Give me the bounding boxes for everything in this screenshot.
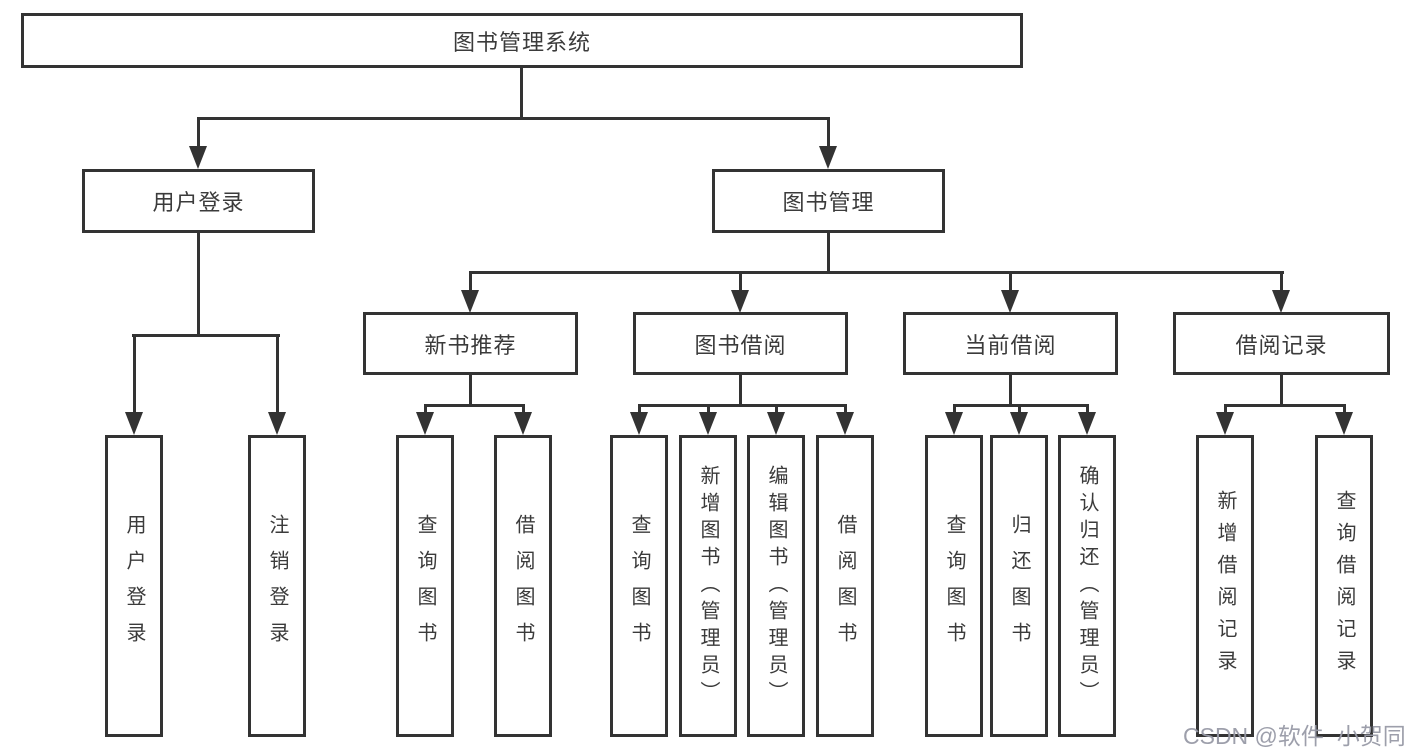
connector-records-stub (1280, 372, 1283, 407)
node-user-login: 用户登录 (82, 169, 315, 233)
arrowhead-bw-leaf4 (836, 412, 854, 435)
arrowhead-user-login (189, 146, 207, 169)
connector-cu-leaf1 (953, 404, 956, 414)
connector-borrowing-stub (739, 372, 742, 407)
node-current-borrowing: 当前借阅 (903, 312, 1118, 375)
connector-to-leaf-logout (276, 334, 279, 414)
leaf-return-books: 归还图书 (990, 435, 1048, 737)
connector-to-records (1280, 271, 1283, 292)
connector-current-rail (953, 404, 1089, 407)
leaf-borrow-books-borrowing: 借阅图书 (816, 435, 874, 737)
leaf-logout-login: 注销登录 (248, 435, 306, 737)
arrowhead-bw-leaf3 (767, 412, 785, 435)
connector-to-new-book (469, 271, 472, 292)
connector-nb-leaf2 (522, 404, 525, 414)
node-book-management: 图书管理 (712, 169, 945, 233)
node-root-label: 图书管理系统 (452, 29, 591, 55)
arrowhead-book-management (819, 146, 837, 169)
connector-to-borrowing (739, 271, 742, 292)
connector-nb-leaf1 (424, 404, 427, 414)
arrowhead-rc-leaf1 (1216, 412, 1234, 435)
connector-to-user-login (197, 117, 200, 148)
connector-user-login-rail (132, 334, 280, 337)
node-new-book-recommend-label: 新书推荐 (424, 332, 517, 358)
connector-level2-rail (197, 117, 830, 120)
connector-cu-leaf3 (1086, 404, 1089, 414)
connector-new-book-stub (469, 372, 472, 407)
arrowhead-cu-leaf3 (1078, 412, 1096, 435)
csdn-watermark: CSDN @软件_小贺同学 (1183, 723, 1405, 747)
connector-new-book-rail (424, 404, 525, 407)
arrowhead-records (1272, 290, 1290, 313)
connector-bw-leaf4 (844, 404, 847, 414)
arrowhead-leaf-logout (268, 412, 286, 435)
arrowhead-nb-leaf2 (514, 412, 532, 435)
leaf-query-books-recommend: 查询图书 (396, 435, 454, 737)
node-user-login-label: 用户登录 (152, 190, 245, 215)
node-book-management-label: 图书管理 (782, 190, 875, 215)
connector-root-stub (520, 65, 523, 120)
arrowhead-bw-leaf2 (699, 412, 717, 435)
node-new-book-recommend: 新书推荐 (363, 312, 578, 375)
connector-bw-leaf3 (775, 404, 778, 414)
leaf-query-borrow-record: 查询借阅记录 (1315, 435, 1373, 737)
arrowhead-cu-leaf2 (1010, 412, 1028, 435)
node-book-borrowing-label: 图书借阅 (694, 332, 787, 358)
connector-bw-leaf1 (638, 404, 641, 414)
node-book-borrowing: 图书借阅 (633, 312, 848, 375)
connector-rc-leaf2 (1343, 404, 1346, 414)
connector-cu-leaf2 (1018, 404, 1021, 414)
leaf-edit-books-admin: 编辑图书（管理员） (747, 435, 805, 737)
arrowhead-new-book (461, 290, 479, 313)
arrowhead-bw-leaf1 (630, 412, 648, 435)
connector-to-leaf-login (133, 334, 136, 414)
leaf-add-borrow-record: 新增借阅记录 (1196, 435, 1254, 737)
arrowhead-borrowing (731, 290, 749, 313)
connector-rc-leaf1 (1224, 404, 1227, 414)
connector-to-current (1009, 271, 1012, 292)
connector-to-book-management (827, 117, 830, 148)
leaf-user-login: 用户登录 (105, 435, 163, 737)
leaf-confirm-return-admin: 确认归还（管理员） (1058, 435, 1116, 737)
connector-user-login-stub (197, 230, 200, 337)
connector-level3-rail (469, 271, 1284, 274)
arrowhead-nb-leaf1 (416, 412, 434, 435)
leaf-query-books-borrowing: 查询图书 (610, 435, 668, 737)
arrowhead-rc-leaf2 (1335, 412, 1353, 435)
node-root: 图书管理系统 (21, 13, 1023, 68)
leaf-query-books-current: 查询图书 (925, 435, 983, 737)
node-borrowing-records: 借阅记录 (1173, 312, 1390, 375)
node-current-borrowing-label: 当前借阅 (964, 332, 1057, 358)
arrowhead-leaf-login (125, 412, 143, 435)
connector-book-management-stub (827, 230, 830, 274)
connector-borrowing-rail (638, 404, 847, 407)
connector-current-stub (1009, 372, 1012, 407)
arrowhead-cu-leaf1 (945, 412, 963, 435)
leaf-add-books-admin: 新增图书（管理员） (679, 435, 737, 737)
arrowhead-current (1001, 290, 1019, 313)
connector-bw-leaf2 (707, 404, 710, 414)
leaf-borrow-books-recommend: 借阅图书 (494, 435, 552, 737)
node-borrowing-records-label: 借阅记录 (1235, 332, 1328, 358)
connector-records-rail (1224, 404, 1346, 407)
